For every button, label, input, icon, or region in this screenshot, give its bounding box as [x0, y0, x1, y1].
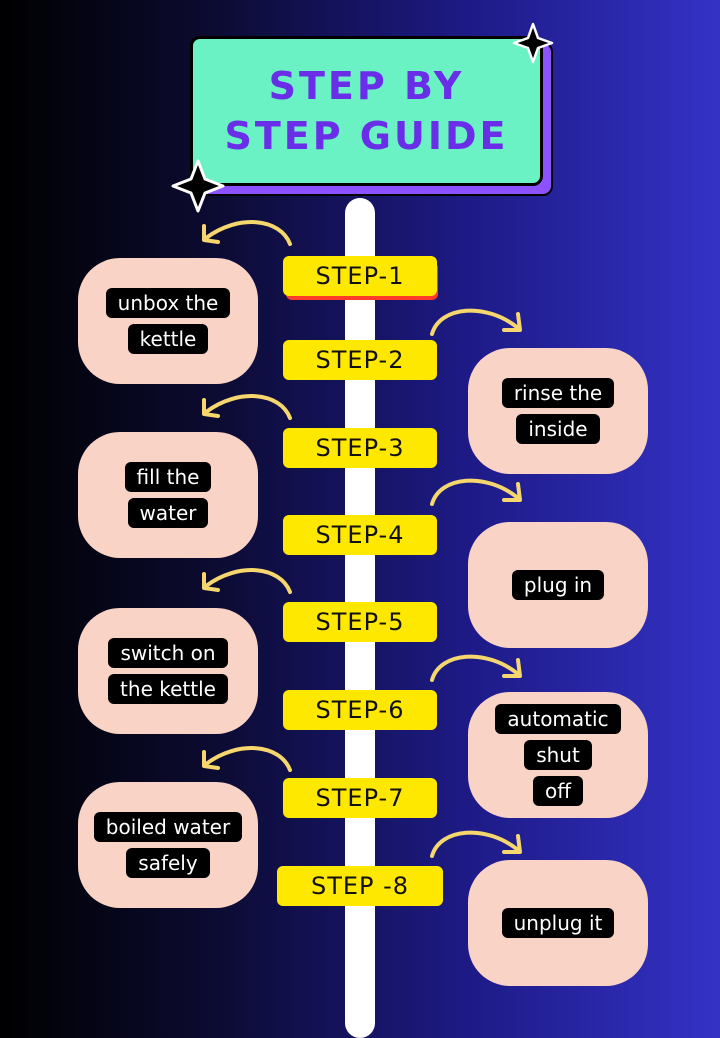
step-text-group: plug in	[511, 570, 605, 600]
step-card-1: unbox the kettle	[78, 258, 258, 384]
step-text-line: fill the	[124, 462, 212, 492]
step-text-line: shut	[524, 740, 592, 770]
curved-arrow-right-icon	[430, 654, 522, 682]
step-card-6: automatic shut off	[468, 692, 648, 818]
step-text-group: switch on the kettle	[108, 638, 228, 704]
step-text-line: the kettle	[108, 674, 228, 704]
step-text-line: switch on	[108, 638, 228, 668]
step-text-group: unbox the kettle	[105, 288, 231, 354]
step-text-group: boiled water safely	[93, 812, 243, 878]
step-card-8: unplug it	[468, 860, 648, 986]
curved-arrow-right-icon	[430, 308, 522, 336]
step-label-8: STEP -8	[277, 866, 443, 906]
step-text-group: fill the water	[124, 462, 212, 528]
step-label-6: STEP-6	[283, 690, 437, 730]
curved-arrow-right-icon	[430, 830, 522, 858]
step-card-7: boiled water safely	[78, 782, 258, 908]
step-text-line: unbox the	[105, 288, 231, 318]
step-text-line: off	[532, 776, 583, 806]
step-text-group: unplug it	[501, 908, 615, 938]
step-text-group: rinse the inside	[501, 378, 615, 444]
step-label-7: STEP-7	[283, 778, 437, 818]
step-text-line: water	[127, 498, 209, 528]
step-label-2: STEP-2	[283, 340, 437, 380]
step-card-5: switch on the kettle	[78, 608, 258, 734]
curved-arrow-right-icon	[430, 478, 522, 506]
step-card-3: fill the water	[78, 432, 258, 558]
sparkle-icon	[171, 159, 225, 213]
step-text-group: automatic shut off	[495, 704, 621, 806]
curved-arrow-left-icon	[202, 394, 292, 420]
page-title: STEP BY STEP GUIDE	[224, 64, 509, 158]
title-sign: STEP BY STEP GUIDE	[190, 36, 543, 186]
step-text-line: unplug it	[501, 908, 615, 938]
step-label-1: STEP-1	[283, 256, 437, 296]
curved-arrow-left-icon	[202, 220, 292, 246]
step-text-line: inside	[516, 414, 600, 444]
step-text-line: kettle	[127, 324, 209, 354]
curved-arrow-left-icon	[202, 568, 292, 594]
step-text-line: rinse the	[501, 378, 615, 408]
step-label-4: STEP-4	[283, 515, 437, 555]
step-text-line: automatic	[495, 704, 621, 734]
step-card-4: plug in	[468, 522, 648, 648]
step-text-line: plug in	[511, 570, 605, 600]
sparkle-icon	[512, 22, 554, 64]
step-label-3: STEP-3	[283, 428, 437, 468]
step-text-line: safely	[126, 848, 210, 878]
step-card-2: rinse the inside	[468, 348, 648, 474]
curved-arrow-left-icon	[202, 746, 292, 772]
step-label-5: STEP-5	[283, 602, 437, 642]
step-text-line: boiled water	[93, 812, 243, 842]
